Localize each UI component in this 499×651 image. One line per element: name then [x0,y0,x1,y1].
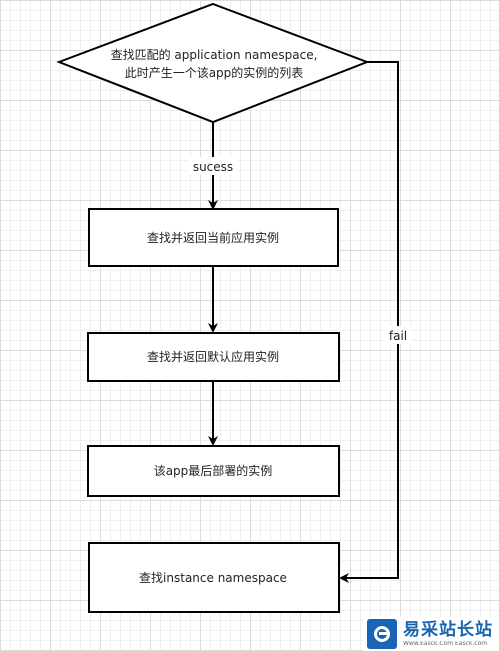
step-instance-namespace [88,542,340,613]
watermark-text: 易采站长站 Www.Easck.Com Easck.com [403,619,493,647]
watermark-logo-icon [367,619,397,649]
decision-text-line1: 查找匹配的 application namespace, [111,47,318,62]
watermark: 易采站长站 Www.Easck.Com Easck.com [363,617,499,651]
decision-node [56,2,370,124]
step-current-app-instance [88,208,339,267]
step-last-deployed-instance [87,445,340,497]
step-instance-namespace-label: 查找instance namespace [139,571,287,585]
watermark-subtitle: Www.Easck.Com Easck.com [403,640,488,647]
step-last-deployed-instance-label: 该app最后部署的实例 [154,463,273,478]
edge-success-label-bg [188,157,238,175]
step-default-app-instance-label: 查找并返回默认应用实例 [147,349,279,364]
edge-success-label: sucess [193,160,233,174]
edge-fail-label-bg [385,326,411,344]
decision-text-line2: 此时产生一个该app的实例的列表 [125,65,304,80]
watermark-title: 易采站长站 [403,619,493,640]
step-current-app-instance-label: 查找并返回当前应用实例 [147,230,279,245]
edge-fail [339,61,399,583]
edge-fail-label: fail [389,329,407,343]
